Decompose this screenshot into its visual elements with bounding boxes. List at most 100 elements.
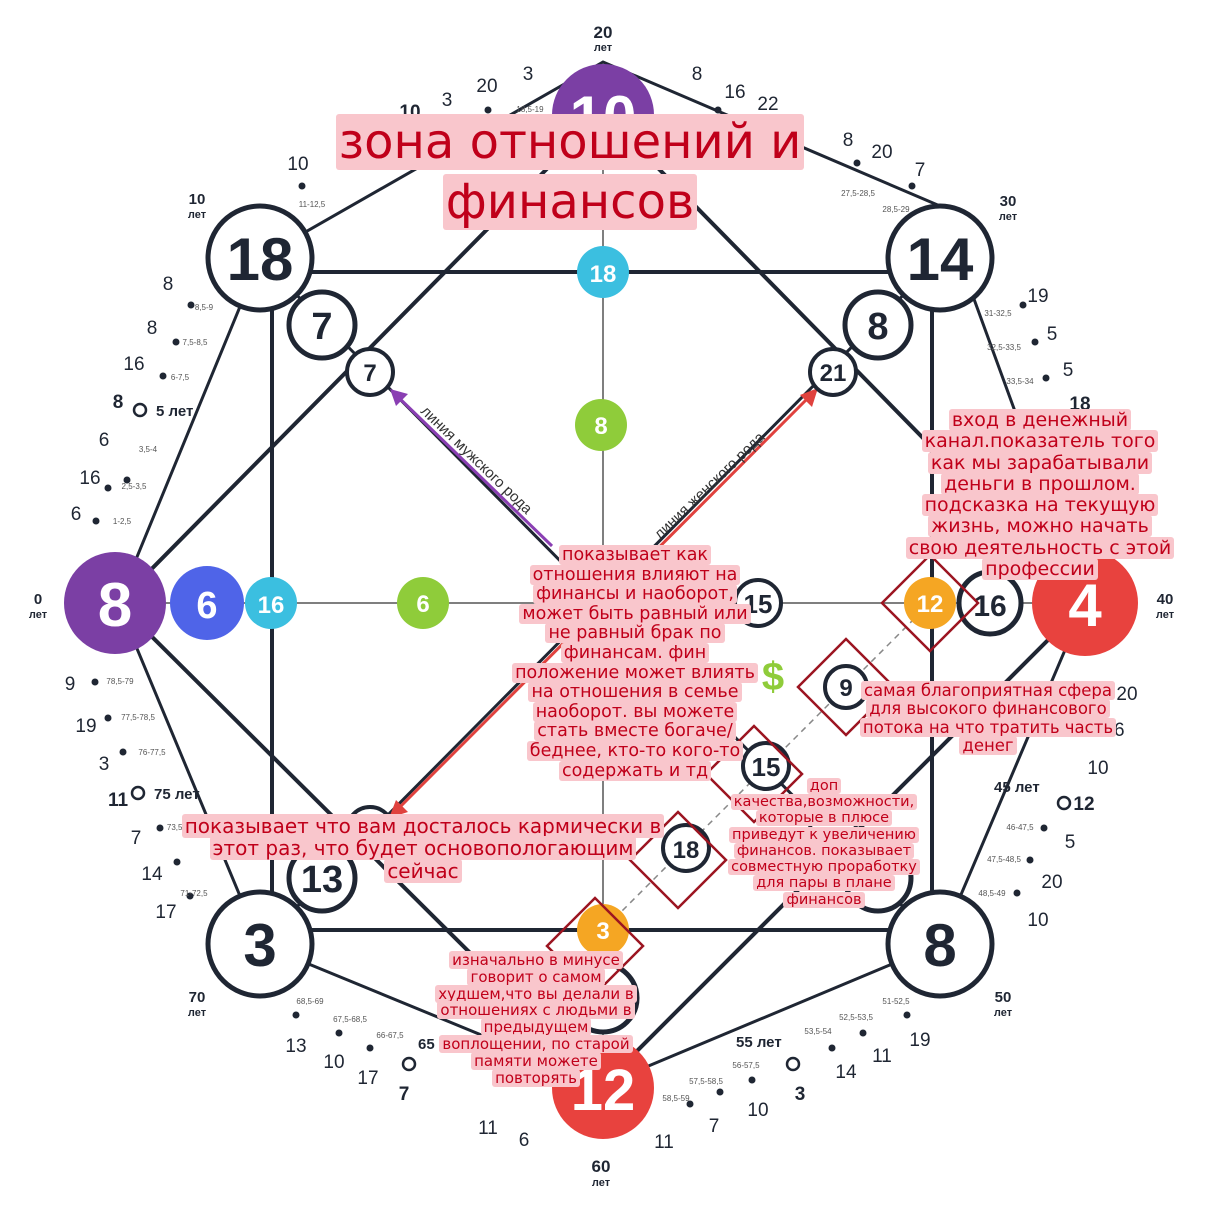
male-line-label: линия мужского рода (417, 403, 536, 518)
circle-left-3-value: 16 (258, 592, 285, 619)
circle-bottom-3 (577, 904, 629, 956)
circle-topright-3 (808, 347, 858, 397)
circle-topleft-2-value: 7 (311, 306, 332, 348)
svg-text:17: 17 (155, 902, 176, 923)
svg-text:6: 6 (99, 430, 110, 451)
svg-text:20: 20 (871, 142, 892, 163)
circle-topright-main (885, 203, 995, 313)
svg-text:27,5-28,5: 27,5-28,5 (841, 189, 875, 198)
circle-right-3-value: 12 (917, 591, 944, 618)
svg-text:10: 10 (287, 154, 308, 175)
circle-right-main-value: 4 (1068, 572, 1102, 639)
svg-text:77,5-78,5: 77,5-78,5 (121, 713, 155, 722)
female-line-arrow-bottom (389, 800, 408, 818)
svg-text:3: 3 (795, 1084, 806, 1105)
svg-text:лет: лет (188, 1007, 207, 1019)
circle-bottomright-main (885, 889, 995, 999)
circle-9-value: 9 (839, 675, 852, 702)
circle-bottom-3-value: 3 (596, 918, 609, 945)
svg-text:11: 11 (108, 790, 129, 811)
svg-text:19: 19 (75, 716, 96, 737)
svg-text:лет: лет (592, 1177, 611, 1189)
svg-text:52,5-53,5: 52,5-53,5 (839, 1013, 873, 1022)
svg-text:11-12,5: 11-12,5 (299, 200, 326, 209)
svg-text:6: 6 (71, 504, 82, 525)
svg-text:76-77,5: 76-77,5 (138, 748, 166, 757)
circle-center-left-value: 6 (416, 591, 429, 618)
svg-text:лет: лет (188, 209, 207, 221)
svg-text:30: 30 (1000, 193, 1017, 210)
svg-text:лет: лет (1156, 609, 1175, 621)
svg-text:лет: лет (594, 42, 613, 54)
svg-text:13: 13 (285, 1036, 306, 1057)
svg-text:75 лет: 75 лет (154, 786, 200, 803)
svg-text:3: 3 (99, 754, 110, 775)
svg-text:6-7,5: 6-7,5 (171, 373, 190, 382)
circle-15b (741, 741, 791, 791)
circle-bottomleft-main-value: 3 (243, 912, 276, 979)
svg-text:3,5-4: 3,5-4 (139, 445, 158, 454)
svg-text:5: 5 (1063, 360, 1074, 381)
svg-text:33,5-34: 33,5-34 (1006, 377, 1034, 386)
svg-text:20: 20 (476, 76, 497, 97)
svg-text:11: 11 (654, 1132, 674, 1153)
svg-text:8: 8 (147, 318, 158, 339)
svg-text:6: 6 (519, 1130, 530, 1151)
svg-text:8: 8 (843, 130, 854, 151)
svg-text:5 лет: 5 лет (156, 403, 193, 420)
svg-text:51-52,5: 51-52,5 (882, 997, 910, 1006)
svg-text:лет: лет (29, 609, 48, 621)
svg-text:10: 10 (1027, 910, 1048, 931)
svg-text:лет: лет (999, 211, 1018, 223)
svg-text:7,5-8,5: 7,5-8,5 (183, 338, 208, 347)
svg-text:12: 12 (1073, 794, 1094, 815)
svg-text:56-57,5: 56-57,5 (732, 1061, 760, 1070)
extra-qualities-note: доп качества,возможности, которые в плюс… (726, 778, 922, 908)
male-line (393, 392, 554, 548)
svg-text:10: 10 (189, 191, 206, 208)
svg-text:11: 11 (872, 1046, 892, 1067)
svg-text:31-32,5: 31-32,5 (984, 309, 1012, 318)
svg-text:14: 14 (835, 1062, 857, 1083)
circle-18 (661, 823, 711, 873)
svg-text:8: 8 (692, 64, 703, 85)
svg-text:58,5-59: 58,5-59 (662, 1094, 690, 1103)
circle-bottomleft-2-value: 13 (301, 859, 343, 901)
circle-topright-3-value: 21 (820, 360, 847, 387)
svg-text:11: 11 (478, 1118, 498, 1139)
svg-text:5: 5 (1065, 832, 1076, 853)
svg-text:71-72,5: 71-72,5 (180, 889, 208, 898)
svg-text:7: 7 (709, 1116, 720, 1137)
circle-15b-value: 15 (752, 752, 781, 782)
svg-text:19: 19 (1027, 286, 1048, 307)
circle-center-top-value: 18 (590, 261, 617, 288)
circle-left-main (64, 552, 166, 654)
svg-text:8: 8 (163, 274, 174, 295)
svg-text:40: 40 (1157, 591, 1174, 608)
svg-text:8,5-9: 8,5-9 (195, 303, 214, 312)
minus-note: изначально в минусе говорит о самом худш… (428, 951, 644, 1087)
svg-text:60: 60 (592, 1157, 611, 1176)
svg-text:10: 10 (1087, 758, 1108, 779)
karmic-note: показывает что вам досталось кармически … (178, 814, 668, 883)
circle-topleft-main (205, 203, 315, 313)
dollar-icon: $ (762, 655, 784, 699)
svg-text:47,5-48,5: 47,5-48,5 (987, 855, 1021, 864)
svg-text:3: 3 (442, 90, 453, 111)
circle-topleft-3-value: 7 (363, 360, 376, 387)
circle-topleft-main-value: 18 (227, 226, 294, 293)
circle-topright-main-value: 14 (907, 226, 974, 293)
svg-text:57,5-58,5: 57,5-58,5 (689, 1077, 723, 1086)
circle-center-mid (575, 399, 627, 451)
svg-text:22: 22 (757, 94, 778, 115)
svg-text:14: 14 (141, 864, 163, 885)
svg-text:2,5-3,5: 2,5-3,5 (122, 482, 147, 491)
female-line-label: линия женского рода (651, 428, 769, 542)
title-note: зона отношений и финансов (300, 112, 840, 232)
svg-text:20: 20 (1041, 872, 1062, 893)
circle-18-value: 18 (673, 837, 700, 864)
svg-text:78,5-79: 78,5-79 (106, 677, 134, 686)
svg-text:73,5-: 73,5- (167, 823, 186, 832)
svg-text:28,5-29: 28,5-29 (882, 205, 910, 214)
svg-text:10: 10 (747, 1100, 768, 1121)
